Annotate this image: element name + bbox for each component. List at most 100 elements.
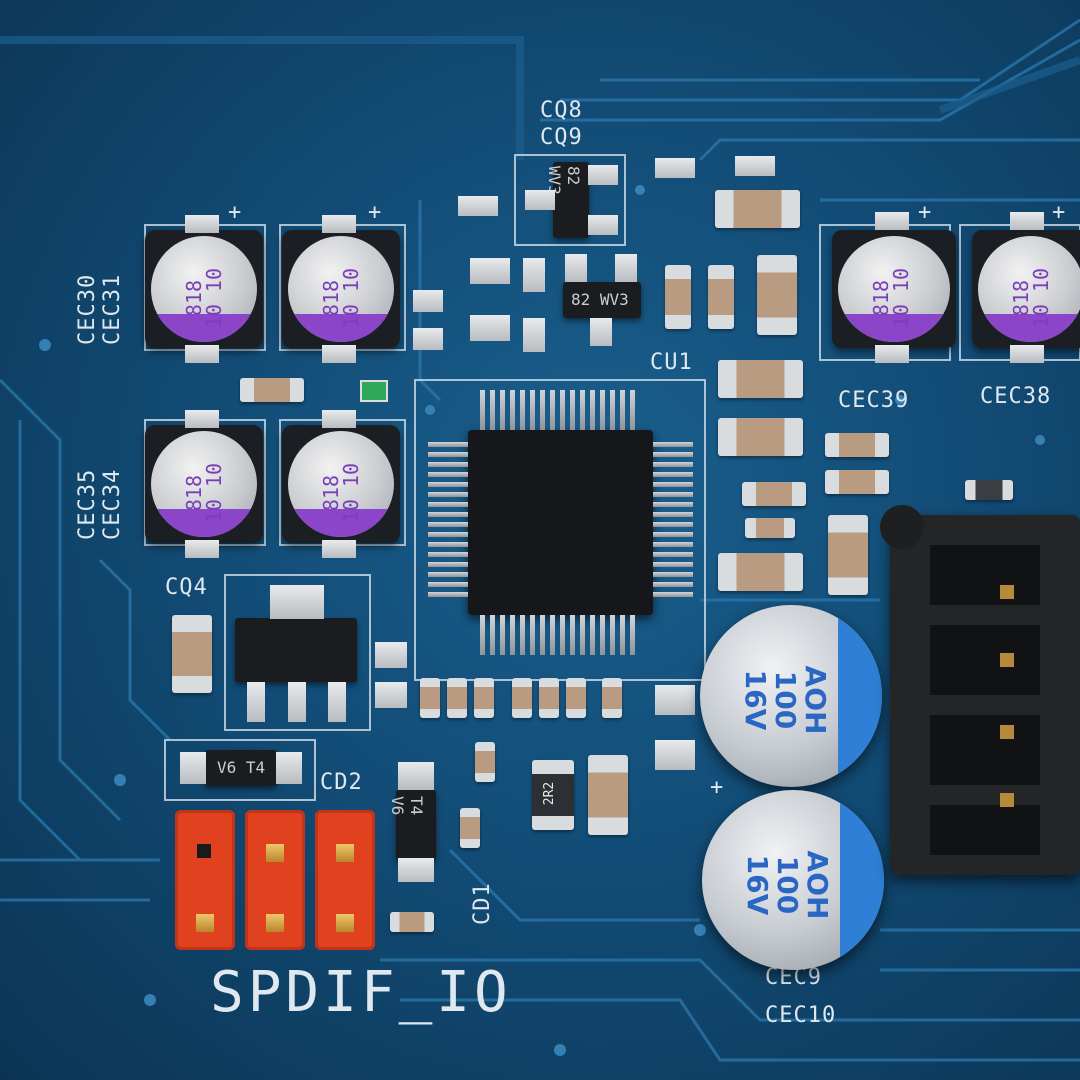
capacitor-cec35: 818 10 10 <box>145 425 263 543</box>
solder-pad <box>276 752 302 784</box>
polarity-plus: + <box>228 200 243 225</box>
audio-codec-chip <box>468 430 653 615</box>
connector-pin <box>1000 793 1014 807</box>
connector-latch <box>880 505 924 549</box>
header-pin <box>266 914 284 932</box>
solder-pad <box>525 190 555 210</box>
solder-pad <box>322 345 356 363</box>
solder-pad <box>375 642 407 668</box>
solder-pad <box>588 165 618 185</box>
smd-resistor <box>742 482 806 506</box>
solder-pad <box>1010 345 1044 363</box>
solder-pad <box>185 540 219 558</box>
smd-capacitor <box>715 190 800 228</box>
capacitor-marking: 818 10 10 <box>319 462 363 524</box>
smd-resistor <box>965 480 1013 500</box>
diode-marking: V6 T4 <box>217 758 266 777</box>
label-cec31: CEC31 <box>100 273 125 345</box>
solder-pad <box>413 290 443 312</box>
smd-resistor <box>512 678 532 718</box>
capacitor-marking: 818 10 10 <box>182 267 226 329</box>
smd-resistor <box>745 518 795 538</box>
header-pin <box>336 844 354 862</box>
smd-resistor <box>420 678 440 718</box>
label-spdif-io: SPDIF_IO <box>210 960 512 1025</box>
diode-cd1: T4 V6 <box>388 790 436 860</box>
connector-slot <box>930 625 1040 695</box>
connector-slot <box>930 545 1040 605</box>
solder-pad <box>615 254 637 282</box>
solder-pad <box>322 410 356 428</box>
label-cq8: CQ8 <box>540 98 583 123</box>
connector-pin <box>1000 585 1014 599</box>
smd-resistor <box>665 265 691 329</box>
solder-pad <box>180 752 206 784</box>
solder-pad <box>375 682 407 708</box>
capacitor-cec34: 818 10 10 <box>282 425 400 543</box>
label-cec30: CEC30 <box>75 273 100 345</box>
solder-pad <box>590 318 612 346</box>
solder-pad <box>655 158 695 178</box>
header-key-hole <box>197 844 211 858</box>
solder-pad <box>1010 212 1044 230</box>
connector-pin <box>1000 653 1014 667</box>
smd-capacitor <box>718 418 803 456</box>
smd-resistor <box>602 678 622 718</box>
label-cec39: CEC39 <box>838 388 910 413</box>
solder-pad <box>185 410 219 428</box>
chip-pins-bottom <box>480 615 635 655</box>
spdif-header <box>170 810 380 955</box>
solder-pad <box>322 215 356 233</box>
transistor-cq9: 82 WV3 <box>563 282 641 318</box>
header-pin <box>336 914 354 932</box>
polarity-plus: + <box>710 775 725 800</box>
solder-pad <box>458 196 498 216</box>
smd-resistor <box>474 678 494 718</box>
smd-capacitor <box>718 553 803 591</box>
solder-pad <box>470 258 510 284</box>
smd-resistor <box>447 678 467 718</box>
label-cu1: CU1 <box>650 350 693 375</box>
header-pin <box>266 844 284 862</box>
solder-pad <box>398 858 434 882</box>
connector-slot <box>930 805 1040 855</box>
connector-slot <box>930 715 1040 785</box>
solder-pad <box>413 328 443 350</box>
smd-resistor <box>708 265 734 329</box>
solder-pad <box>565 254 587 282</box>
solder-pad <box>588 215 618 235</box>
smd-resistor <box>475 742 495 782</box>
label-cec34: CEC34 <box>100 468 125 540</box>
label-cec35: CEC35 <box>75 468 100 540</box>
smd-resistor <box>825 433 889 457</box>
smd-capacitor <box>172 615 212 693</box>
solder-pad <box>655 685 695 715</box>
led <box>360 380 388 402</box>
fan-connector <box>890 515 1080 875</box>
label-cq4: CQ4 <box>165 575 208 600</box>
regulator-cq4 <box>235 618 357 682</box>
smd-capacitor <box>828 515 868 595</box>
header-pin <box>196 914 214 932</box>
solder-pad <box>322 540 356 558</box>
solder-pad <box>288 682 306 722</box>
chip-pins-top <box>480 390 635 430</box>
smd-capacitor <box>757 255 797 335</box>
capacitor-cec39: 818 10 10 <box>832 230 956 348</box>
label-cec38: CEC38 <box>980 384 1052 409</box>
solder-pad <box>398 762 434 790</box>
capacitor-marking: 818 10 10 <box>1009 267 1053 329</box>
smd-capacitor <box>588 755 628 835</box>
smd-resistor <box>825 470 889 494</box>
solder-pad <box>875 345 909 363</box>
transistor-cq8: 82 WV3 <box>545 162 589 238</box>
solder-pad <box>247 682 265 722</box>
smd-resistor <box>240 378 304 402</box>
smd-resistor <box>566 678 586 718</box>
solder-pad <box>523 258 545 292</box>
regulator-tab <box>270 585 324 619</box>
solder-pad <box>470 315 510 341</box>
